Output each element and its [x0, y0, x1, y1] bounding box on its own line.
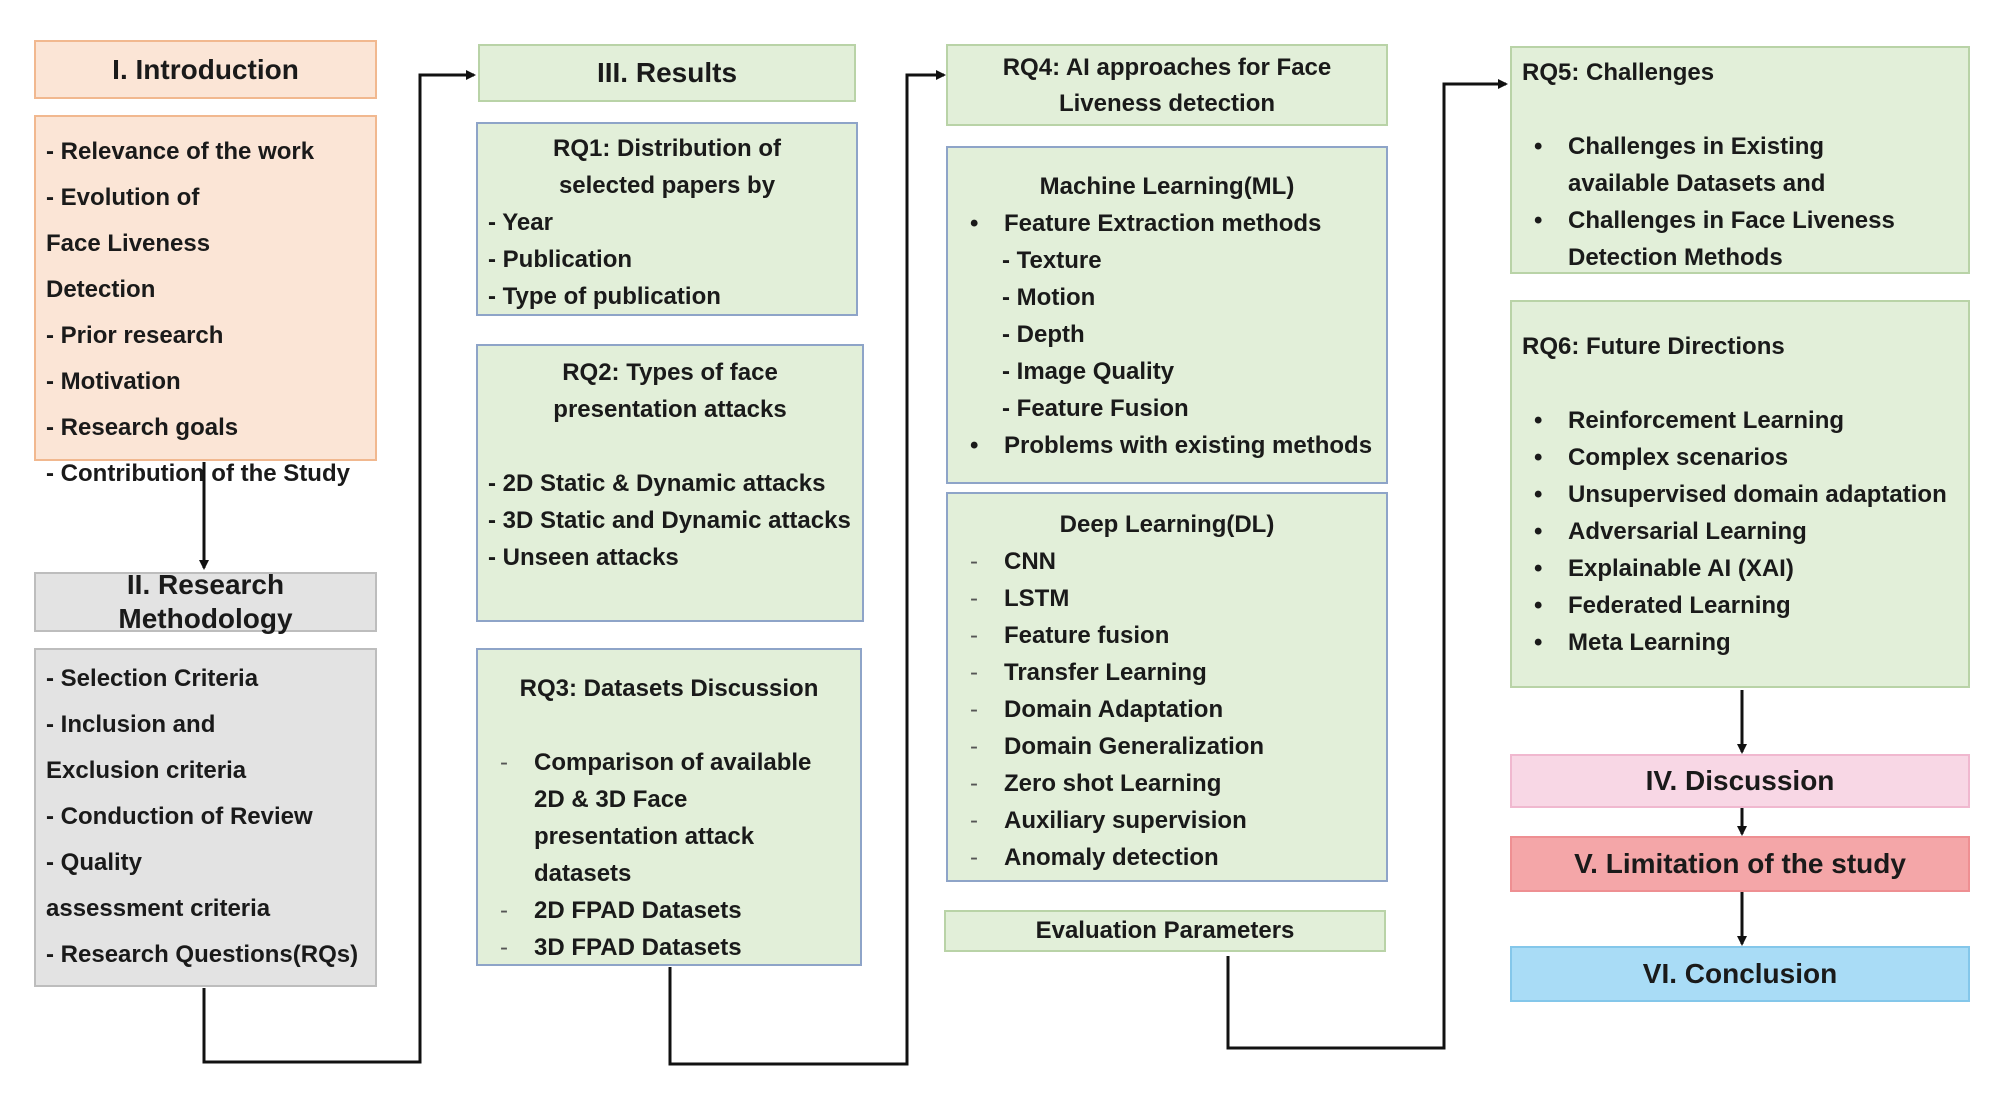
conclusion-box: VI. Conclusion	[1510, 946, 1970, 1002]
rq6-item: Reinforcement Learning	[1522, 402, 1958, 439]
dl-item: Zero shot Learning	[958, 765, 1376, 802]
rq1-item: Type of publication	[488, 278, 846, 315]
ml-feature-extraction: Feature Extraction methods	[958, 205, 1376, 242]
arrow-methodology-to-results	[202, 70, 476, 1064]
dl-item: Anomaly detection	[958, 839, 1376, 876]
rq3-item: Comparison of available 2D & 3D Face pre…	[488, 744, 834, 892]
limitation-title: V. Limitation of the study	[1574, 848, 1906, 880]
dl-item: CNN	[958, 543, 1376, 580]
rq1-item: Publication	[488, 241, 846, 278]
methodology-item: Inclusion and Exclusion criteria	[46, 702, 306, 794]
rq2-item: 2D Static & Dynamic attacks	[488, 465, 852, 502]
rq1-title: RQ1: Distribution of selected papers by	[553, 135, 781, 199]
methodology-item: Conduction of Review	[46, 794, 365, 840]
rq3-item: 3D FPAD Datasets	[488, 929, 850, 966]
arrow-results-to-rq4	[668, 70, 946, 1066]
rq2-item: Unseen attacks	[488, 539, 852, 576]
dl-title: Deep Learning(DL)	[1059, 511, 1275, 538]
dl-box: Deep Learning(DL) CNN LSTM Feature fusio…	[946, 492, 1388, 882]
intro-item: Research goals	[46, 405, 365, 451]
rq6-box: RQ6: Future Directions Reinforcement Lea…	[1510, 300, 1970, 688]
ml-sub-item: Feature Fusion	[958, 390, 1376, 427]
rq6-item: Complex scenarios	[1522, 439, 1958, 476]
methodology-item: Research Questions(RQs)	[46, 932, 365, 978]
results-header: III. Results	[478, 44, 856, 102]
arrow-rq4-to-challenges	[1226, 79, 1508, 1050]
rq3-title: RQ3: Datasets Discussion	[519, 675, 819, 702]
dl-item: LSTM	[958, 580, 1376, 617]
methodology-item: Quality assessment criteria	[46, 840, 276, 932]
dl-item: Feature fusion	[958, 617, 1376, 654]
rq1-item: Year	[488, 204, 846, 241]
rq3-item: 2D FPAD Datasets	[488, 892, 850, 929]
rq3-box: RQ3: Datasets Discussion Comparison of a…	[476, 648, 862, 966]
rq6-title: RQ6: Future Directions	[1522, 333, 1785, 360]
results-title: III. Results	[596, 57, 738, 89]
intro-item: Relevance of the work	[46, 129, 365, 175]
ml-sub-item: Texture	[958, 242, 1376, 279]
rq4-header: RQ4: AI approaches for Face Liveness det…	[946, 44, 1388, 126]
rq6-item: Federated Learning	[1522, 587, 1958, 624]
intro-item: Motivation	[46, 359, 365, 405]
rq6-item: Unsupervised domain adaptation	[1522, 476, 1958, 513]
ml-problems: Problems with existing methods	[958, 427, 1376, 464]
rq6-item: Adversarial Learning	[1522, 513, 1958, 550]
rq4-title: RQ4: AI approaches for Face Liveness det…	[1002, 54, 1332, 117]
dl-item: Transfer Learning	[958, 654, 1376, 691]
rq2-item: 3D Static and Dynamic attacks	[488, 502, 852, 539]
rq1-box: RQ1: Distribution of selected papers by …	[476, 122, 858, 316]
dl-item: Domain Adaptation	[958, 691, 1376, 728]
methodology-item: Selection Criteria	[46, 656, 365, 702]
methodology-box: Selection Criteria Inclusion and Exclusi…	[34, 648, 377, 987]
discussion-box: IV. Discussion	[1510, 754, 1970, 808]
rq6-item: Meta Learning	[1522, 624, 1958, 661]
conclusion-title: VI. Conclusion	[1642, 958, 1838, 990]
rq5-box: RQ5: Challenges Challenges in Existing a…	[1510, 46, 1970, 274]
rq2-title: RQ2: Types of face presentation attacks	[553, 359, 787, 423]
methodology-header: II. Research Methodology	[34, 569, 377, 634]
rq5-title: RQ5: Challenges	[1522, 59, 1715, 86]
intro-item: Evolution of Face Liveness Detection	[46, 175, 246, 313]
dl-item: Auxiliary supervision	[958, 802, 1376, 839]
methodology-title: II. Research Methodology	[118, 569, 293, 634]
ml-sub-item: Image Quality	[958, 353, 1376, 390]
intro-title: I. Introduction	[112, 53, 299, 85]
rq6-item: Explainable AI (XAI)	[1522, 550, 1958, 587]
rq5-item: Challenges in Face Liveness Detection Me…	[1522, 202, 1958, 276]
ml-sub-item: Motion	[958, 279, 1376, 316]
ml-sub-item: Depth	[958, 316, 1376, 353]
evaluation-box: Evaluation Parameters	[944, 910, 1386, 952]
discussion-title: IV. Discussion	[1645, 765, 1835, 797]
intro-item: Prior research	[46, 313, 365, 359]
ml-box: Machine Learning(ML) Feature Extraction …	[946, 146, 1388, 484]
limitation-box: V. Limitation of the study	[1510, 836, 1970, 892]
rq5-item: Challenges in Existing available Dataset…	[1522, 128, 1898, 202]
intro-item: Contribution of the Study	[46, 451, 365, 497]
dl-item: Domain Generalization	[958, 728, 1376, 765]
rq2-box: RQ2: Types of face presentation attacks …	[476, 344, 864, 622]
evaluation-label: Evaluation Parameters	[1035, 916, 1295, 944]
intro-header: I. Introduction	[34, 40, 377, 99]
ml-title: Machine Learning(ML)	[1039, 173, 1295, 200]
intro-box: Relevance of the work Evolution of Face …	[34, 115, 377, 487]
